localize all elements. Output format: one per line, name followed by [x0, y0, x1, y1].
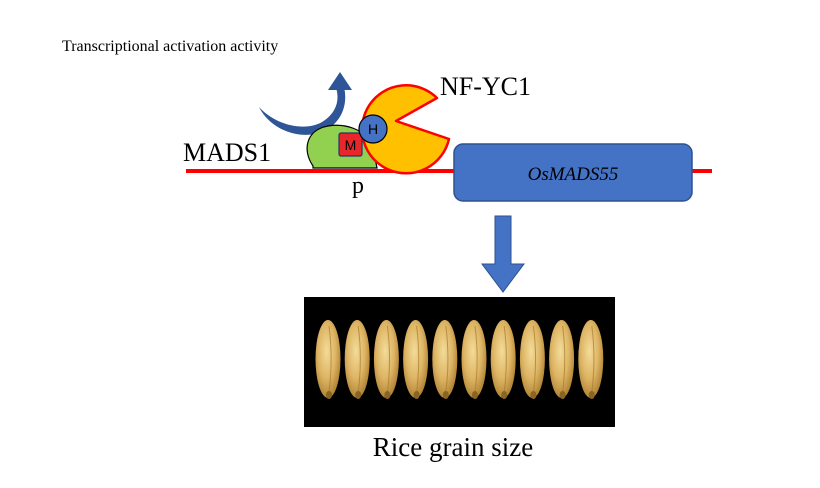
activity-label: Transcriptional activation activity [62, 38, 278, 55]
rice-grain-photo [304, 297, 615, 427]
mads1-label: MADS1 [183, 138, 271, 167]
down-arrow-icon [481, 215, 525, 293]
rice-grain-icon [461, 320, 487, 399]
rice-grain-icon [403, 320, 429, 399]
rice-grain-icon [344, 320, 370, 399]
gene-label: OsMADS55 [528, 164, 619, 185]
nfyc1-label: NF-YC1 [440, 72, 531, 101]
m-domain-label: M [345, 137, 357, 153]
rice-grain-icon [519, 320, 545, 399]
rice-grain-icon [432, 320, 458, 399]
gene-box [453, 143, 693, 202]
h-domain-label: H [368, 121, 378, 137]
rice-grain-icon [549, 320, 575, 399]
rice-grain-icon [578, 320, 604, 399]
curved-arrow-icon [259, 72, 352, 135]
m-domain [338, 132, 363, 157]
h-domain [358, 114, 388, 144]
rice-grain-icon [490, 320, 516, 399]
result-label: Rice grain size [373, 432, 533, 462]
rice-grain-icon [315, 320, 341, 399]
rice-grain-icon [373, 320, 399, 399]
promoter-label: p [352, 173, 364, 199]
